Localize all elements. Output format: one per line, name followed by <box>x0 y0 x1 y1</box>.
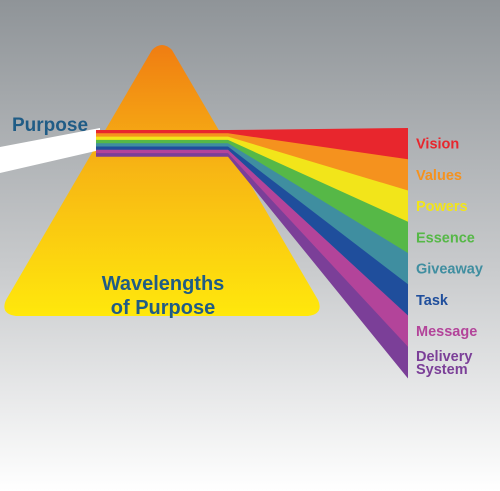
label-task: Task <box>416 293 449 309</box>
label-powers: Powers <box>416 199 468 215</box>
spectrum-labels: VisionValuesPowersEssenceGiveawayTaskMes… <box>416 137 483 378</box>
label-line: Values <box>416 168 462 184</box>
input-label: Purpose <box>12 115 88 136</box>
beam-essence <box>96 139 408 254</box>
beam-values <box>96 133 408 191</box>
prism <box>4 45 320 316</box>
label-line: Essence <box>416 230 475 246</box>
label-line: Message <box>416 324 477 340</box>
label-line: Giveaway <box>416 262 483 278</box>
prism-label-line1: Wavelengths <box>102 273 225 295</box>
label-line: Delivery <box>416 349 472 365</box>
label-message: Message <box>416 324 477 340</box>
beam-powers <box>96 136 408 223</box>
label-line: System <box>416 362 468 378</box>
label-essence: Essence <box>416 230 475 246</box>
label-line: Vision <box>416 137 459 153</box>
label-line: Powers <box>416 199 468 215</box>
spectrum-beams <box>96 128 408 379</box>
input-light-beam <box>0 128 100 173</box>
label-line: Task <box>416 293 449 309</box>
label-vision: Vision <box>416 137 459 153</box>
beam-vision <box>96 128 408 160</box>
label-values: Values <box>416 168 462 184</box>
prism-label-line2: of Purpose <box>111 297 215 319</box>
label-giveaway: Giveaway <box>416 262 483 278</box>
